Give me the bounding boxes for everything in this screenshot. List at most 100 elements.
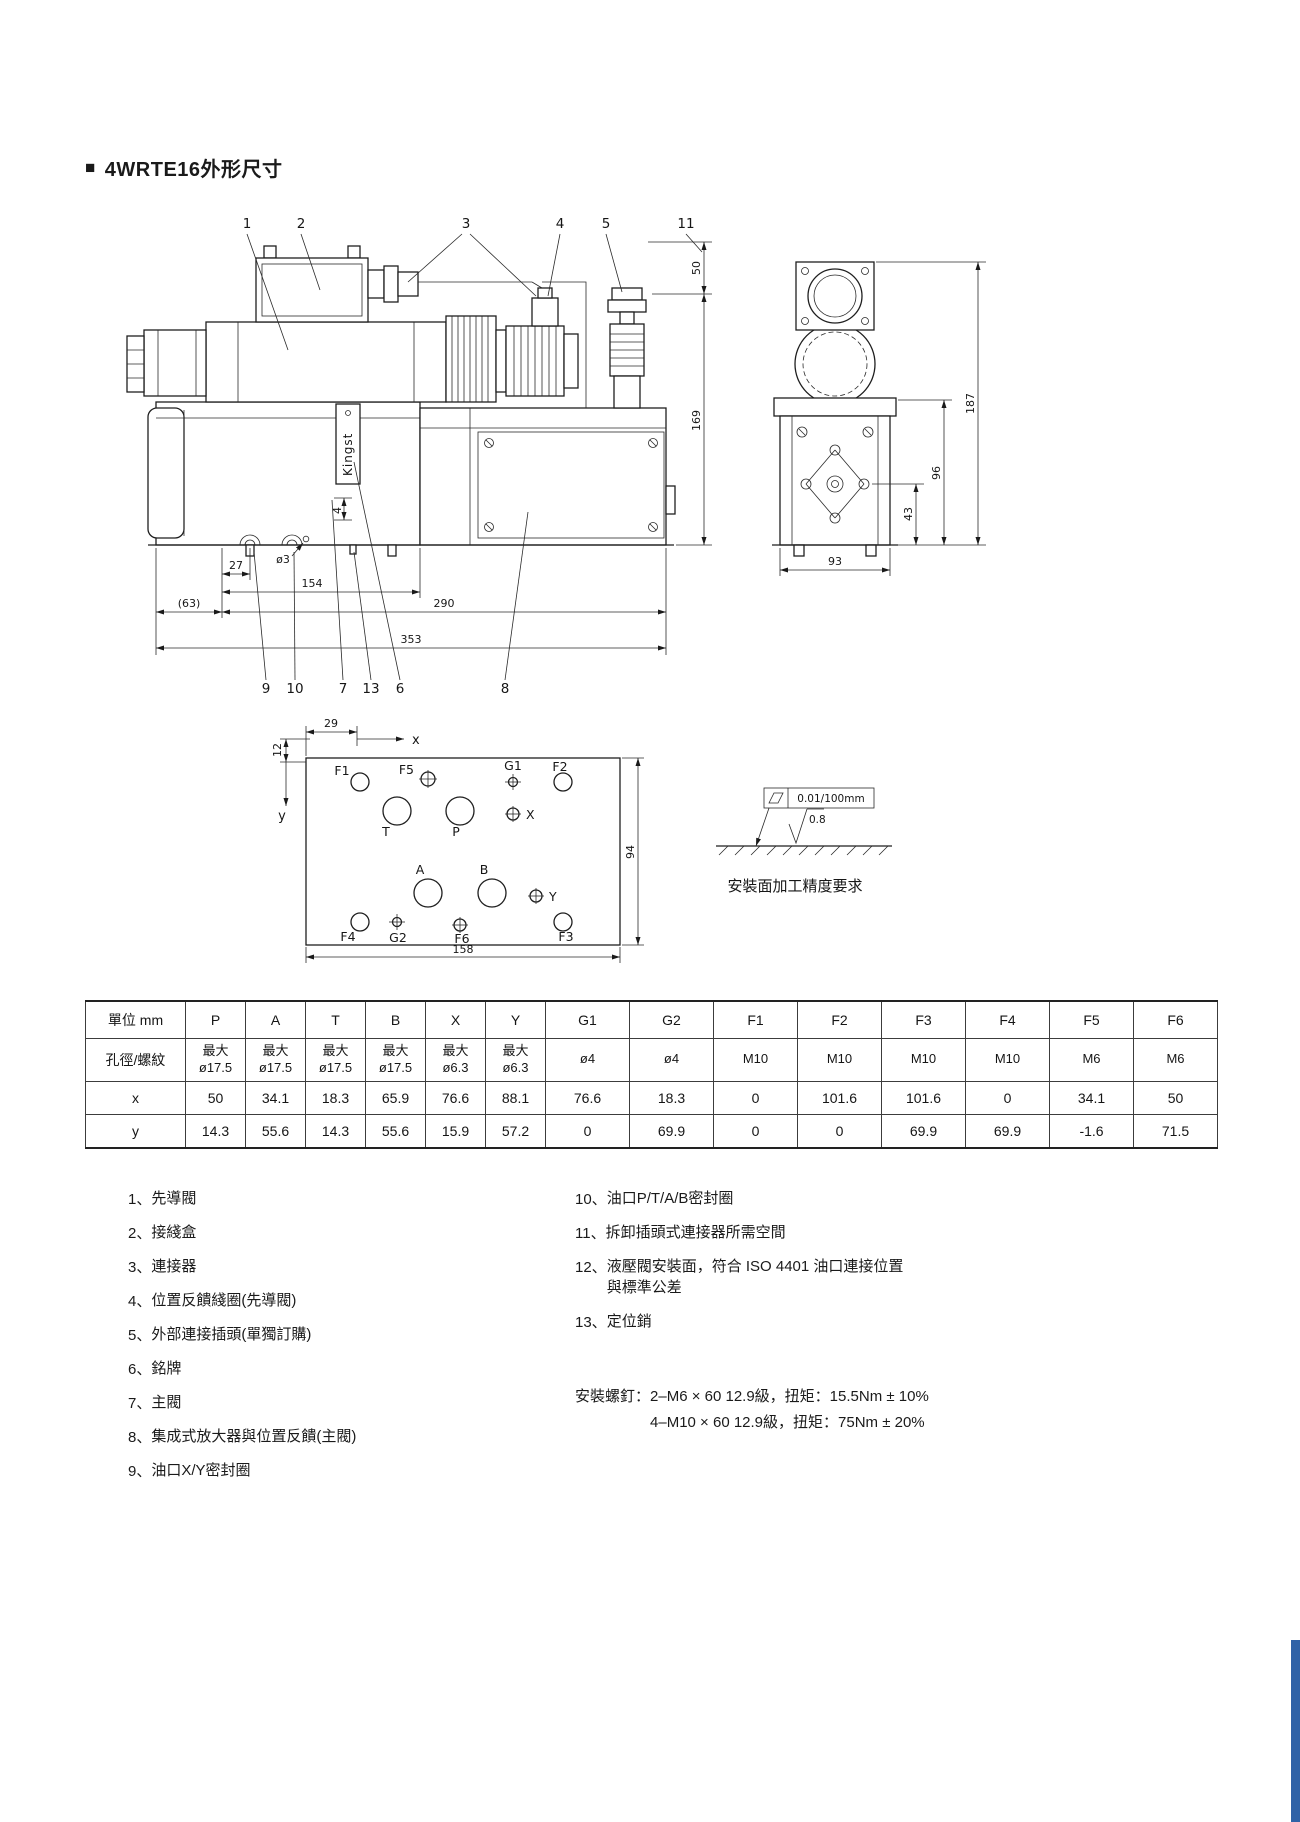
callout-1: 1 xyxy=(243,216,252,232)
col-header: B xyxy=(365,1000,426,1039)
legend-item: 11、拆卸插頭式連接器所需空間 xyxy=(575,1224,786,1242)
cell: 57.2 xyxy=(485,1113,546,1149)
cell: 101.6 xyxy=(797,1080,882,1115)
title-bullet: ■ xyxy=(85,158,96,177)
legend-item: 13、定位銷 xyxy=(575,1313,652,1331)
dim-4: 4 xyxy=(331,507,344,514)
dim-12: 12 xyxy=(271,743,284,757)
callout-7: 7 xyxy=(339,681,348,697)
page-title: ■ 4WRTE16外形尺寸 xyxy=(85,153,283,182)
cell: ø4 xyxy=(545,1038,630,1082)
callout-10: 10 xyxy=(286,681,303,697)
outline-drawing: Kingst xyxy=(126,216,986,697)
cell: M6 xyxy=(1049,1038,1134,1082)
port-label-F5: F5 xyxy=(399,762,414,777)
dim-154: 154 xyxy=(302,577,323,590)
port-labels: F1 F5 G1 F2 T P X A B Y F4 G2 F6 F3 xyxy=(334,758,573,946)
legend-item: 2、接綫盒 xyxy=(128,1224,197,1242)
callout-11: 11 xyxy=(677,216,694,232)
callouts: 1 2 3 4 5 11 9 10 7 13 6 8 xyxy=(243,216,703,697)
cell: 18.3 xyxy=(629,1080,714,1115)
row-label: y xyxy=(85,1113,186,1149)
y-row: y 14.3 55.6 14.3 55.6 15.9 57.2 0 69.9 0… xyxy=(85,1113,1218,1149)
cell: 50 xyxy=(1133,1080,1218,1115)
legend-right: 10、油口P/T/A/B密封圈 11、拆卸插頭式連接器所需空間 12、液壓閥安裝… xyxy=(575,1188,1075,1345)
cell: ø4 xyxy=(629,1038,714,1082)
dim-50: 50 xyxy=(690,261,703,275)
cell: 55.6 xyxy=(245,1113,306,1149)
cell: 15.9 xyxy=(425,1113,486,1149)
port-label-Y: Y xyxy=(548,889,557,904)
port-label-T: T xyxy=(381,824,390,839)
cell: M10 xyxy=(881,1038,966,1082)
external-plug xyxy=(607,287,647,409)
legend-item: 9、油口X/Y密封圈 xyxy=(128,1462,251,1480)
bolt-note-line2: 4–M10 × 60 12.9級，扭矩：75Nm ± 20% xyxy=(650,1414,925,1432)
bolt-note-label: 安裝螺釘： xyxy=(575,1388,651,1405)
row-label: x xyxy=(85,1080,186,1115)
cell: 69.9 xyxy=(965,1113,1050,1149)
cell: 18.3 xyxy=(305,1080,366,1115)
dim-158: 158 xyxy=(453,943,474,956)
cell: -1.6 xyxy=(1049,1113,1134,1149)
dim-43: 43 xyxy=(902,507,915,521)
cell: 0 xyxy=(713,1113,798,1149)
mounting-pattern-drawing: 29 x 12 y xyxy=(271,717,892,963)
port-label-G1: G1 xyxy=(504,758,522,773)
cell: 0 xyxy=(713,1080,798,1115)
cell: 65.9 xyxy=(365,1080,426,1115)
ports xyxy=(350,770,573,933)
feedback-coil xyxy=(445,287,579,403)
title-text: 4WRTE16外形尺寸 xyxy=(104,159,283,181)
front-view: Kingst xyxy=(126,216,712,697)
col-header: F5 xyxy=(1049,1000,1134,1039)
col-header: X xyxy=(425,1000,486,1039)
port-label-X: X xyxy=(526,807,535,822)
legend-item: 12、液壓閥安裝面，符合 ISO 4401 油口連接位置 與標準公差 xyxy=(575,1258,904,1296)
col-header: F2 xyxy=(797,1000,882,1039)
cell: 71.5 xyxy=(1133,1113,1218,1149)
cell: 最大 ø6.3 xyxy=(425,1038,486,1082)
cell: 0 xyxy=(797,1113,882,1149)
cell: 88.1 xyxy=(485,1080,546,1115)
cell: 76.6 xyxy=(425,1080,486,1115)
cell: 最大 ø17.5 xyxy=(185,1038,246,1082)
cell: 101.6 xyxy=(881,1080,966,1115)
port-label-F2: F2 xyxy=(552,759,567,774)
cell: 14.3 xyxy=(305,1113,366,1149)
amplifier-housing xyxy=(419,407,676,546)
cell: 34.1 xyxy=(1049,1080,1134,1115)
col-header: F3 xyxy=(881,1000,966,1039)
cell: 0 xyxy=(965,1080,1050,1115)
col-header: F4 xyxy=(965,1000,1050,1039)
callout-3: 3 xyxy=(462,216,471,232)
port-label-G2: G2 xyxy=(389,930,407,945)
bolt-note-line1: 2–M6 × 60 12.9級，扭矩：15.5Nm ± 10% xyxy=(650,1388,929,1405)
callout-13: 13 xyxy=(362,681,379,697)
dim-169: 169 xyxy=(690,410,703,431)
cell: 50 xyxy=(185,1080,246,1115)
cell: 最大 ø17.5 xyxy=(305,1038,366,1082)
side-view: 187 96 43 93 xyxy=(772,261,986,576)
mounting-plate: 29 x 12 y xyxy=(271,717,644,963)
callout-9: 9 xyxy=(262,681,271,697)
dim-96: 96 xyxy=(930,466,943,480)
side-dimensions: 187 96 43 93 xyxy=(779,261,986,576)
callout-6: 6 xyxy=(396,681,405,697)
callout-8: 8 xyxy=(501,681,510,697)
legend-item: 5、外部連接插頭(單獨訂購) xyxy=(128,1326,312,1344)
cell: 14.3 xyxy=(185,1113,246,1149)
cell: M10 xyxy=(797,1038,882,1082)
col-header: A xyxy=(245,1000,306,1039)
cell: M10 xyxy=(965,1038,1050,1082)
cell: 34.1 xyxy=(245,1080,306,1115)
legend-item: 7、主閥 xyxy=(128,1394,182,1412)
dim-290: 290 xyxy=(434,597,455,610)
surface-caption: 安裝面加工精度要求 xyxy=(727,877,862,895)
legend-item: 3、連接器 xyxy=(128,1258,197,1276)
cell: 76.6 xyxy=(545,1080,630,1115)
port-label-P: P xyxy=(452,824,460,839)
table-header-row: 單位 mm P A T B X Y G1 G2 F1 F2 F3 F4 F5 F… xyxy=(85,1000,1218,1039)
cell: 55.6 xyxy=(365,1113,426,1149)
col-header: F6 xyxy=(1133,1000,1218,1039)
